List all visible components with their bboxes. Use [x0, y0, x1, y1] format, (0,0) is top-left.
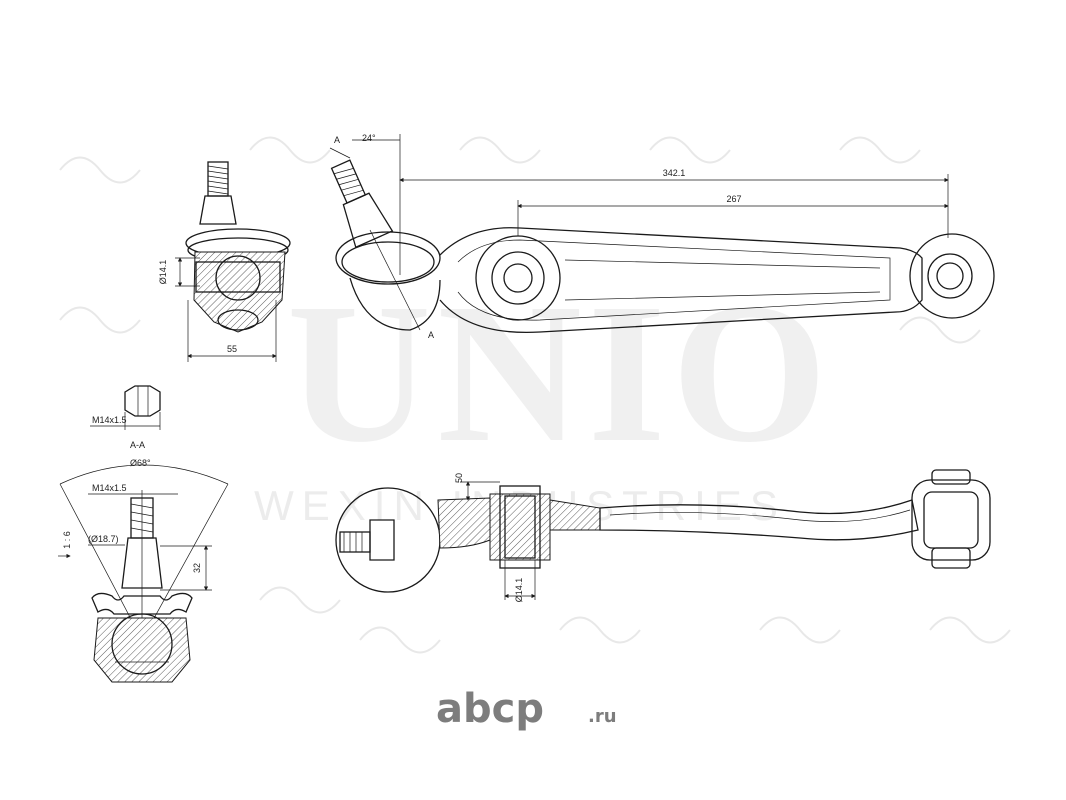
section-marker-top: A — [334, 135, 340, 145]
taper-ratio-label: 1 : 6 — [62, 531, 72, 549]
nut: M14x1.5 — [90, 385, 161, 430]
abcp-logo: abcp .ru — [436, 686, 617, 732]
control-arm-side-view: 50 Ø14.1 — [335, 469, 991, 603]
section-marker-bottom: A — [428, 330, 434, 340]
bushing-diameter-side-label: Ø14.1 — [158, 260, 168, 285]
section-thread-label: M14x1.5 — [92, 483, 127, 493]
bushing-span-label: 267 — [726, 194, 741, 204]
control-arm-top-view: A 24° A — [329, 133, 995, 340]
stud-length-label: 32 — [192, 563, 202, 573]
cone-angle-label: Ø68° — [130, 458, 151, 468]
ball-joint-end-view: Ø14.1 55 — [158, 161, 291, 362]
bushing-height-label: 50 — [454, 473, 464, 483]
watermark-pattern — [59, 136, 1011, 654]
section-title: A-A — [130, 440, 145, 450]
overall-length-label: 342.1 — [663, 168, 686, 178]
watermark-brand: UNIO — [287, 263, 833, 484]
logo-main-text: abcp — [436, 686, 544, 732]
nut-thread-label: M14x1.5 — [92, 415, 127, 425]
angle-label: 24° — [362, 133, 376, 143]
ball-joint-width-label: 55 — [227, 344, 237, 354]
bushing-diameter-bottom-label: Ø14.1 — [514, 578, 524, 603]
logo-suffix-text: .ru — [588, 706, 617, 727]
section-a-a: A-A Ø68° M14x1.5 (Ø18.7) 1 : 6 32 — [58, 440, 229, 683]
taper-diameter-label: (Ø18.7) — [88, 534, 119, 544]
